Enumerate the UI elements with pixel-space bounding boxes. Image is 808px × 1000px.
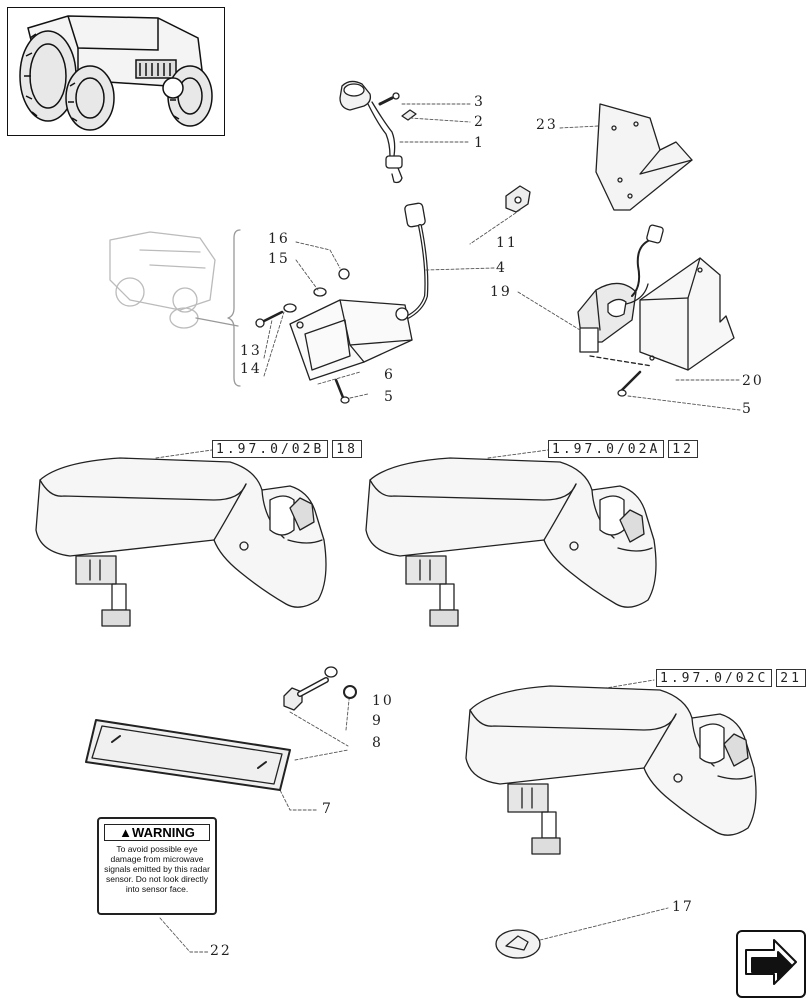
reference-code: 1.97.0/02C xyxy=(656,669,773,687)
callout-11: 16 xyxy=(268,231,290,247)
callout-4: 4 xyxy=(496,260,507,276)
tractor-thumbnail-icon xyxy=(7,7,225,136)
callout-14: 8 xyxy=(372,735,383,751)
next-page-arrow-icon[interactable] xyxy=(736,930,806,998)
badge-part-17 xyxy=(495,929,541,959)
washer-part-15 xyxy=(324,666,338,678)
reference-page: 12 xyxy=(668,440,698,458)
armrest-assembly-02B xyxy=(35,457,327,627)
reference-code: 1.97.0/02A xyxy=(548,440,665,458)
sensor-bracket-part-20 xyxy=(639,257,735,371)
bracket-plate-part-23 xyxy=(595,103,693,211)
reference-page: 18 xyxy=(332,440,362,458)
callout-7: 11 xyxy=(496,235,518,251)
bracket-part-6 xyxy=(289,299,413,381)
screw-part-2 xyxy=(378,92,417,121)
callout-17: 17 xyxy=(672,899,694,915)
callout-10: 15 xyxy=(268,251,290,267)
callout-5-right: 5 xyxy=(742,401,753,417)
callout-22: 22 xyxy=(210,943,232,959)
callout-2: 2 xyxy=(474,114,485,130)
callout-5-left: 5 xyxy=(384,389,395,405)
armrest-assembly-02C xyxy=(465,685,757,855)
warning-title: ▲WARNING xyxy=(104,824,210,841)
clip-part-7 xyxy=(505,185,531,213)
callout-8: 13 xyxy=(240,343,262,359)
callout-6: 6 xyxy=(384,367,395,383)
callout-23: 23 xyxy=(536,117,558,133)
reflector-plate-part-13 xyxy=(85,719,291,791)
callout-16: 10 xyxy=(372,693,394,709)
bolt-part-14 xyxy=(283,677,329,711)
cable-part-4 xyxy=(404,202,429,320)
armrest-assembly-02A xyxy=(365,457,657,627)
callout-20: 20 xyxy=(742,373,764,389)
tractor-background-ghost xyxy=(109,231,216,329)
connector-part-1 xyxy=(339,80,403,184)
reference-page: 21 xyxy=(776,669,806,687)
callout-3: 3 xyxy=(474,94,485,110)
callout-15: 9 xyxy=(372,713,383,729)
warning-triangle-icon: ▲ xyxy=(119,825,133,840)
leader-lines xyxy=(155,103,741,953)
washer-part-16 xyxy=(343,685,357,699)
callout-19: 19 xyxy=(490,284,512,300)
callout-9: 14 xyxy=(240,361,262,377)
radar-sensor-part-19 xyxy=(577,224,664,353)
callout-13: 7 xyxy=(322,801,333,817)
callout-1: 1 xyxy=(474,135,485,151)
reference-code: 1.97.0/02B xyxy=(212,440,329,458)
warning-body: To avoid possible eye damage from microw… xyxy=(104,844,210,894)
warning-label-part-22: ▲WARNING To avoid possible eye damage fr… xyxy=(97,817,217,915)
